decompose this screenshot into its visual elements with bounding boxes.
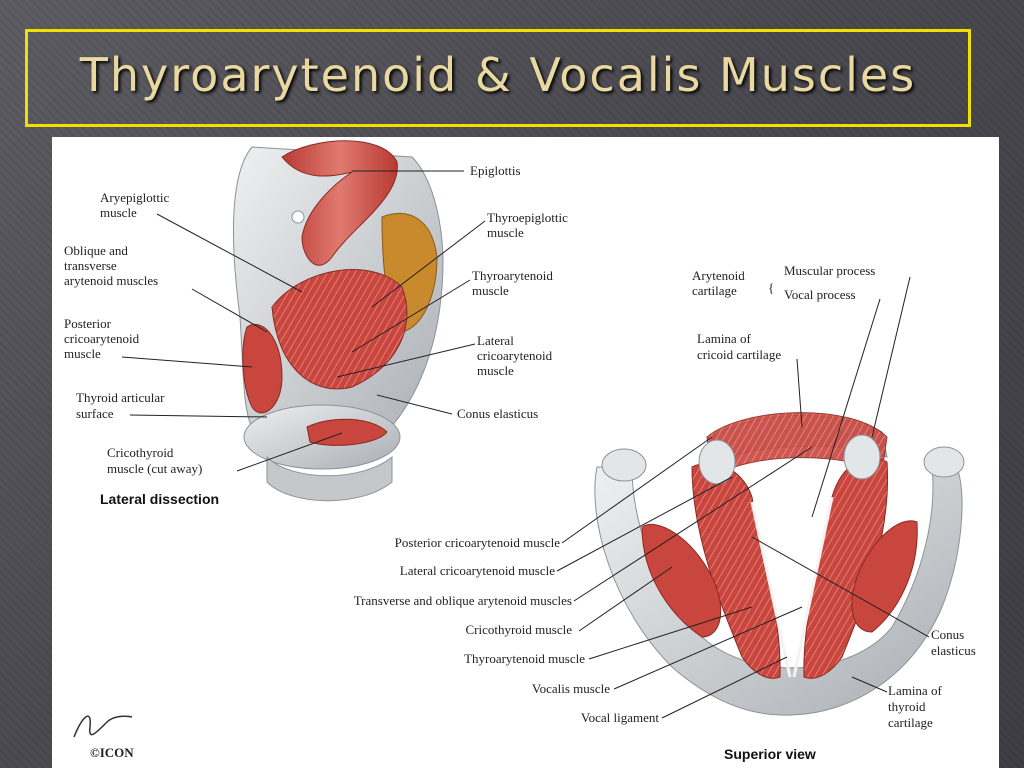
- label-thyroid-articular-2: surface: [76, 406, 114, 421]
- label-thyroid-articular-1: Thyroid articular: [76, 390, 165, 405]
- label-cricothyroid-1: Cricothyroid: [107, 445, 174, 460]
- label-conus-2: elasticus: [931, 643, 976, 658]
- label-lateral-crico-superior: Lateral cricoarytenoid muscle: [400, 563, 555, 578]
- label-thyroarytenoid-2: muscle: [472, 283, 509, 298]
- label-lamina-thyroid-2: thyroid: [888, 699, 926, 714]
- cartilage-foramen: [291, 210, 305, 224]
- trachea-ring-shape: [266, 455, 393, 502]
- thyroid-lamina-shape: [594, 466, 963, 716]
- right-cricothyroid-shape: [851, 520, 918, 633]
- label-cricothyroid-2: muscle (cut away): [107, 461, 202, 476]
- label-arytenoid-brace: {: [768, 280, 774, 295]
- superior-leader-lines: [556, 276, 930, 719]
- label-lamina-cricoid-2: cricoid cartilage: [697, 347, 781, 362]
- lateral-leader-lines: [121, 170, 486, 472]
- label-oblique-1: Oblique and: [64, 243, 128, 258]
- superior-horn-right: [923, 446, 965, 478]
- label-vocal-process: Vocal process: [784, 287, 856, 302]
- label-epiglottis: Epiglottis: [470, 163, 521, 178]
- caption-superior: Superior view: [724, 746, 816, 762]
- label-thyroepiglottic-2: muscle: [487, 225, 524, 240]
- caption-lateral: Lateral dissection: [100, 491, 219, 507]
- label-muscular-process: Muscular process: [784, 263, 875, 278]
- label-lateral-crico-2: cricoarytenoid: [477, 348, 553, 363]
- anatomy-figure: Epiglottis Aryepiglottic muscle Thyroepi…: [52, 137, 999, 768]
- posterior-cricoarytenoid-shape: [242, 324, 283, 414]
- label-posterior-3: muscle: [64, 346, 101, 361]
- label-vocalis: Vocalis muscle: [532, 681, 610, 696]
- superior-horn-left: [601, 448, 647, 482]
- right-vocal-ligament: [792, 496, 834, 678]
- artist-signature-mark: [73, 715, 133, 738]
- label-posterior-1: Posterior: [64, 316, 112, 331]
- title-frame: Thyroarytenoid & Vocalis Muscles: [25, 29, 971, 127]
- label-thyroarytenoid-superior: Thyroarytenoid muscle: [464, 651, 585, 666]
- label-lateral-crico-1: Lateral: [477, 333, 514, 348]
- label-lamina-thyroid-3: cartilage: [888, 715, 933, 730]
- label-conus-lateral: Conus elasticus: [457, 406, 538, 421]
- thyroarytenoid-muscle-shape: [271, 269, 408, 390]
- left-arytenoid-shape: [698, 439, 736, 485]
- left-vocal-ligament: [750, 501, 792, 678]
- label-lamina-cricoid-1: Lamina of: [697, 331, 751, 346]
- slide-title: Thyroarytenoid & Vocalis Muscles: [79, 48, 917, 102]
- right-arytenoid-shape: [843, 434, 881, 480]
- label-oblique-3: arytenoid muscles: [64, 273, 158, 288]
- left-cricothyroid-shape: [641, 523, 722, 638]
- label-lateral-crico-3: muscle: [477, 363, 514, 378]
- label-vocal-ligament: Vocal ligament: [581, 710, 659, 725]
- label-arytenoid-1: Arytenoid: [692, 268, 745, 283]
- credit-text: ©ICON: [90, 745, 134, 760]
- superior-larynx-drawing: [594, 412, 965, 716]
- label-arytenoid-2: cartilage: [692, 283, 737, 298]
- epiglottis-shape: [281, 140, 398, 266]
- label-posterior-2: cricoarytenoid: [64, 331, 140, 346]
- lateral-larynx-drawing: [232, 140, 444, 502]
- label-thyroarytenoid-1: Thyroarytenoid: [472, 268, 553, 283]
- label-conus-1: Conus: [931, 627, 964, 642]
- label-oblique-2: transverse: [64, 258, 117, 273]
- label-thyroepiglottic-1: Thyroepiglottic: [487, 210, 568, 225]
- label-aryepiglottic-2: muscle: [100, 205, 137, 220]
- label-transverse-oblique: Transverse and oblique arytenoid muscles: [354, 593, 572, 608]
- label-lamina-thyroid-1: Lamina of: [888, 683, 942, 698]
- label-cricothyroid-superior: Cricothyroid muscle: [465, 622, 572, 637]
- posterior-muscles-band: [706, 412, 888, 478]
- anatomy-illustration: Epiglottis Aryepiglottic muscle Thyroepi…: [64, 140, 976, 762]
- label-aryepiglottic-1: Aryepiglottic: [100, 190, 170, 205]
- label-posterior-crico-superior: Posterior cricoarytenoid muscle: [395, 535, 561, 550]
